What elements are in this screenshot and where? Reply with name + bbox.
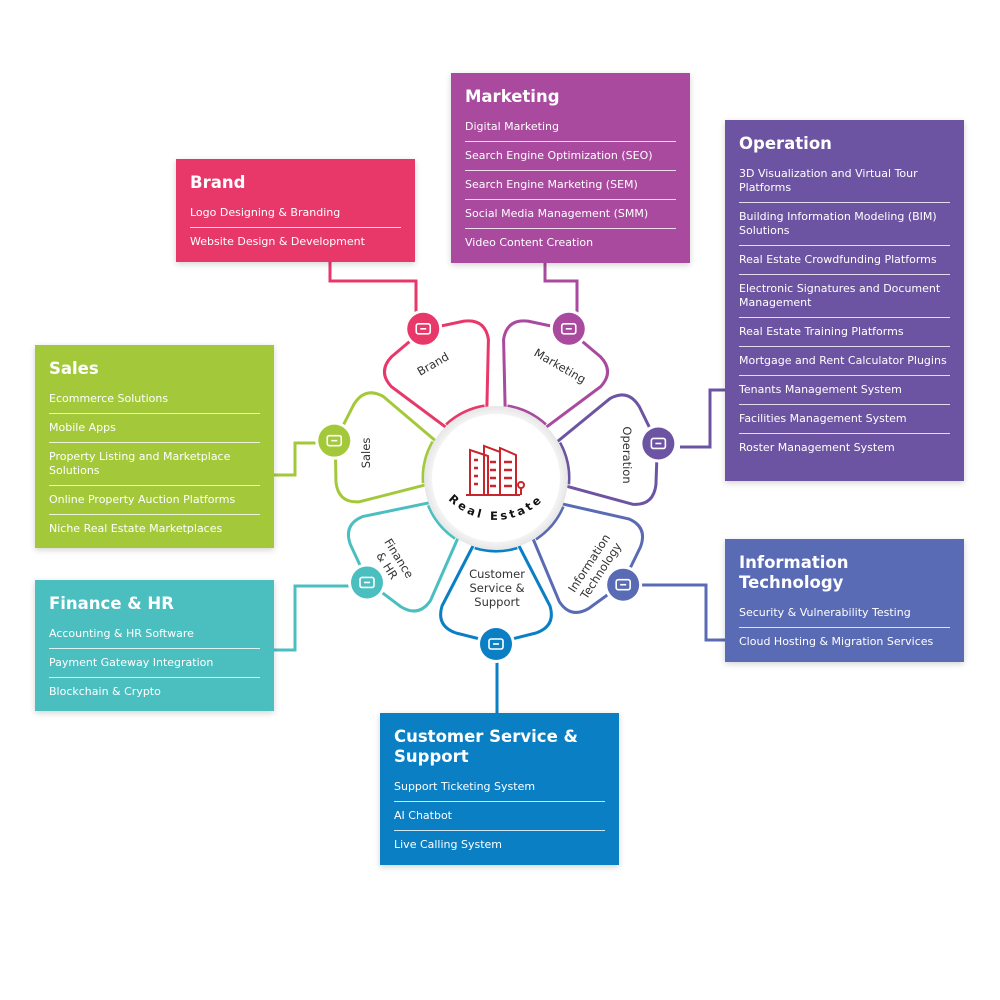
box-item: Accounting & HR Software (49, 620, 260, 649)
connector-operation (680, 388, 725, 449)
box-item: Payment Gateway Integration (49, 649, 260, 678)
box-item: Mobile Apps (49, 414, 260, 443)
box-title: Finance & HR (49, 594, 174, 613)
box-item: Real Estate Crowdfunding Platforms (739, 246, 950, 275)
box-item: Niche Real Estate Marketplaces (49, 522, 223, 535)
box-item: Property Listing and Marketplace Solutio… (49, 443, 260, 486)
box-item: Website Design & Development (190, 235, 365, 248)
box-item: Social Media Management (SMM) (465, 200, 676, 229)
box-item: Facilities Management System (739, 405, 950, 434)
box-item: Search Engine Marketing (SEM) (465, 171, 676, 200)
box-item: 3D Visualization and Virtual Tour Platfo… (739, 160, 950, 203)
box-item: Video Content Creation (465, 236, 594, 249)
petal-label-line: Customer (469, 567, 525, 581)
category-box-operation: Operation 3D Visualization and Virtual To… (725, 120, 964, 481)
briefcase-icon (347, 563, 386, 602)
petal-label-line: Support (474, 595, 520, 609)
box-item: Live Calling System (394, 838, 503, 851)
box-item: Electronic Signatures and Document Manag… (739, 275, 950, 318)
box-item: Online Property Auction Platforms (49, 486, 260, 515)
headset-icon (477, 625, 515, 663)
box-item: AI Chatbot (394, 802, 605, 831)
box-title: Marketing (465, 87, 560, 106)
box-item: Building Information Modeling (BIM) Solu… (739, 203, 950, 246)
petal-label-line: Sales (359, 438, 373, 469)
box-item: Roster Management System (739, 441, 895, 454)
connector-marketing (543, 263, 579, 316)
connector-sales (274, 441, 320, 477)
box-item: Security & Vulnerability Testing (739, 599, 950, 628)
box-title: Brand (190, 173, 246, 192)
dollar-cycle-icon (315, 421, 354, 460)
box-item: Cloud Hosting & Migration Services (739, 635, 934, 648)
box-item: Digital Marketing (465, 113, 676, 142)
box-title: Information Technology (739, 553, 849, 592)
box-item: Search Engine Optimization (SEO) (465, 142, 676, 171)
petal-label-sales: Sales (359, 438, 373, 469)
box-item: Logo Designing & Branding (190, 199, 401, 228)
petal-label-operation: Operation (620, 426, 634, 483)
box-item: Mortgage and Rent Calculator Plugins (739, 347, 950, 376)
browser-window-icon (404, 309, 443, 348)
box-title: Sales (49, 359, 99, 378)
petal-label-finance: Finance& HR (369, 536, 416, 588)
center-hub: Real Estate (424, 406, 568, 550)
box-item: Ecommerce Solutions (49, 385, 260, 414)
box-item: Support Ticketing System (394, 773, 605, 802)
connector-finance (274, 584, 352, 652)
box-item: Tenants Management System (739, 376, 950, 405)
petal-label-line: Operation (620, 426, 634, 483)
petal-label-line: Service & (469, 581, 524, 595)
monitor-icon (604, 565, 643, 604)
box-item: Blockchain & Crypto (49, 685, 161, 698)
box-title: Customer Service & Support (394, 727, 578, 766)
building-icon (466, 444, 525, 496)
megaphone-icon (549, 309, 588, 348)
connector-it (642, 583, 725, 642)
box-title: Operation (739, 134, 832, 153)
connector-brand (328, 262, 418, 316)
box-item: Real Estate Training Platforms (739, 318, 950, 347)
gear-calendar-icon (639, 424, 678, 463)
